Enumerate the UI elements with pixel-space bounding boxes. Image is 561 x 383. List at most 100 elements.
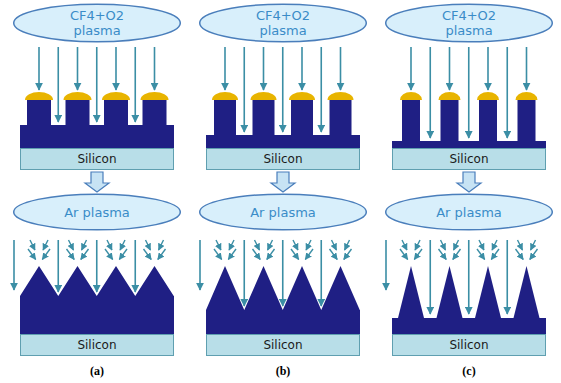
ion-arrow — [134, 47, 136, 122]
ion-arrow — [439, 249, 447, 260]
ion-arrow — [229, 240, 234, 250]
ion-arrow — [120, 240, 125, 250]
ion-arrow — [429, 47, 431, 138]
film-base — [392, 141, 546, 148]
film-pillar — [291, 100, 313, 136]
substrate-label: Silicon — [77, 338, 116, 352]
mask-cap — [212, 92, 238, 100]
ion-arrow — [306, 240, 311, 250]
ion-arrow — [119, 249, 127, 260]
ion-arrow — [81, 249, 89, 260]
ion-arrow — [268, 240, 273, 250]
plasma-label: Ar plasma — [64, 205, 130, 220]
mask-cap — [289, 92, 315, 100]
silicon-substrate: Silicon — [206, 334, 360, 356]
process-arrow — [271, 172, 295, 192]
ion-arrow — [282, 47, 284, 132]
mask-cap — [477, 92, 499, 100]
ion-arrow — [530, 249, 538, 260]
film-base — [206, 135, 360, 148]
ion-arrow — [154, 47, 156, 90]
ion-arrow — [159, 240, 164, 250]
ion-arrow — [345, 240, 350, 250]
film-pillar — [479, 100, 497, 142]
film-pillar — [214, 100, 236, 136]
ion-arrow — [67, 249, 75, 260]
silicon-substrate: Silicon — [206, 148, 360, 170]
ion-arrow — [96, 47, 98, 122]
film-pillar — [66, 100, 90, 126]
ion-arrow — [410, 47, 412, 90]
film-pillar — [402, 100, 420, 142]
ion-arrow — [506, 47, 508, 138]
silicon-substrate: Silicon — [392, 334, 546, 356]
ion-arrow — [468, 47, 470, 138]
ion-arrow — [479, 240, 484, 250]
ion-arrow — [293, 240, 298, 250]
plasma-ellipse: CF4+O2 plasma — [12, 3, 182, 43]
ion-arrow — [282, 240, 284, 306]
film-pillar — [330, 100, 352, 136]
ion-arrow — [454, 240, 459, 250]
ion-arrow — [301, 47, 303, 90]
ion-arrow — [305, 249, 313, 260]
ion-arrow — [105, 249, 113, 260]
ion-arrow — [332, 240, 337, 250]
ion-arrow — [57, 240, 59, 292]
etch-column — [200, 47, 360, 334]
panel-label: (b) — [276, 364, 291, 379]
ion-arrow — [134, 240, 136, 292]
substrate-label: Silicon — [449, 338, 488, 352]
ion-arrow — [96, 240, 98, 292]
process-arrow — [457, 172, 481, 192]
ion-arrow — [267, 249, 275, 260]
ion-arrow — [518, 240, 523, 250]
ion-arrow — [263, 47, 265, 90]
silicon-substrate: Silicon — [20, 334, 174, 356]
ion-arrow — [158, 249, 166, 260]
ion-arrow — [144, 249, 152, 260]
ion-arrow — [224, 47, 226, 90]
ion-arrow — [320, 240, 322, 306]
ion-arrow — [253, 249, 261, 260]
etch-column — [386, 47, 546, 334]
ion-arrow — [414, 249, 422, 260]
plasma-label: Ar plasma — [250, 205, 316, 220]
plasma-ellipse: Ar plasma — [12, 193, 182, 231]
mask-cap — [516, 92, 538, 100]
ion-arrow — [243, 240, 245, 306]
ion-arrow — [28, 249, 36, 260]
film-pillar — [441, 100, 459, 142]
ion-arrow — [82, 240, 87, 250]
substrate-label: Silicon — [263, 338, 302, 352]
mask-cap — [328, 92, 354, 100]
film-pillar — [143, 100, 167, 126]
ion-arrow — [487, 47, 489, 90]
ion-arrow — [77, 47, 79, 90]
ion-arrow — [449, 47, 451, 90]
ion-arrow — [30, 240, 35, 250]
mask-cap — [439, 92, 461, 100]
panel-label: (a) — [90, 364, 104, 379]
film-pillar — [104, 100, 128, 126]
plasma-ellipse: CF4+O2 plasma — [384, 3, 554, 43]
film-pillar — [253, 100, 275, 136]
etch-column — [14, 47, 174, 334]
ion-arrow — [340, 47, 342, 90]
ion-arrow — [43, 240, 48, 250]
ion-arrow — [330, 249, 338, 260]
plasma-label: CF4+O2 plasma — [243, 8, 323, 38]
mask-cap — [251, 92, 277, 100]
substrate-label: Silicon — [263, 152, 302, 166]
ion-arrow — [69, 240, 74, 250]
ion-arrow — [13, 240, 15, 290]
substrate-label: Silicon — [449, 152, 488, 166]
substrate-label: Silicon — [77, 152, 116, 166]
plasma-ellipse: CF4+O2 plasma — [198, 3, 368, 43]
ion-arrow — [468, 240, 470, 314]
ion-arrow — [344, 249, 352, 260]
ion-arrow — [453, 249, 461, 260]
plasma-ellipse: Ar plasma — [384, 193, 554, 231]
